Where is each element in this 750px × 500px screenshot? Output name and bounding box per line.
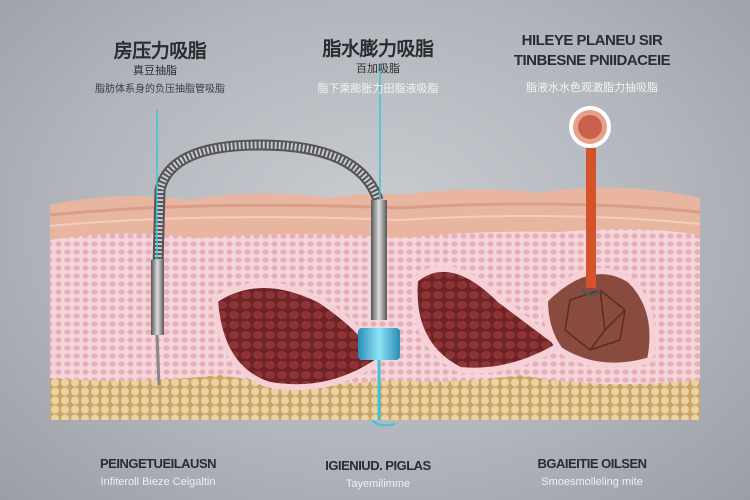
left-subtitle: 真豆抽脂 bbox=[133, 65, 177, 77]
left-title: 房压力吸脂 bbox=[113, 41, 207, 62]
middle-subtitle: 百加吸脂 bbox=[356, 63, 400, 75]
middle-caption: 脂下乘膨胀力田脂液吸脂 bbox=[317, 83, 439, 95]
right-caption: 脂液水水色观激脂力抽吸脂 bbox=[526, 82, 658, 94]
right-subtitle: TINBESNE PNIIDACEIE bbox=[513, 52, 671, 69]
laser-probe bbox=[586, 148, 596, 288]
right-title: HILEYE PLANEU SIR bbox=[521, 32, 663, 49]
bottom-middle-caption: Tayemilimme bbox=[345, 478, 411, 490]
left-caption: 脂肪体系身的负压抽脂管吸脂 bbox=[95, 84, 225, 95]
bottom-left-caption: Infiteroll Bieze Celgaltin bbox=[100, 476, 216, 488]
bottom-right-caption: Smoesmolleling mite bbox=[541, 476, 643, 488]
bottom-middle-title: IGIENIUD. PIGLAS bbox=[325, 458, 431, 473]
fluid-chamber bbox=[358, 328, 400, 360]
left-cannula bbox=[151, 260, 164, 335]
middle-cannula bbox=[371, 200, 387, 320]
bottom-right-title: BGAIEITIE OILSEN bbox=[537, 456, 647, 471]
bottom-left-title: PEINGETUEILAUSN bbox=[99, 456, 217, 471]
middle-title: 脂水膨力吸脂 bbox=[322, 39, 434, 60]
right-fat-pocket bbox=[541, 268, 656, 369]
